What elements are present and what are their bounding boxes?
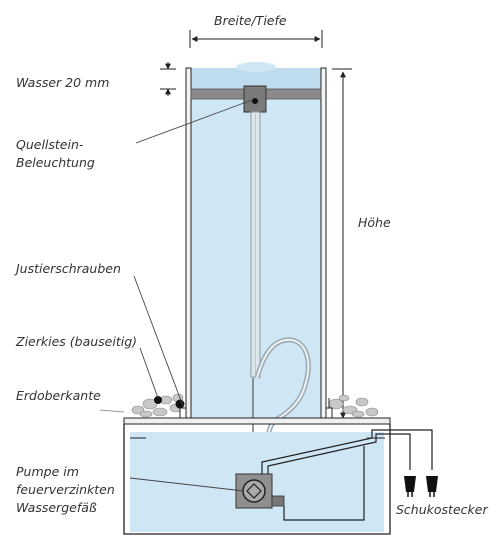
adjust-screws: [179, 398, 333, 419]
label-gravel: Zierkies (bauseitig): [16, 334, 138, 349]
label-pump-1: Pumpe im: [16, 464, 79, 479]
label-adjust-screws: Justierschrauben: [16, 261, 121, 276]
plug-icon: [404, 476, 438, 497]
width-dimension: [189, 30, 323, 48]
label-width-depth: Breite/Tiefe: [214, 13, 287, 28]
ground-slab: [123, 417, 391, 425]
gravel-left: [131, 393, 184, 418]
label-water: Wasser 20 mm: [16, 75, 110, 90]
label-source-stone-1: Quellstein-: [16, 137, 84, 152]
height-dimension: [332, 68, 352, 419]
label-ground-level: Erdoberkante: [16, 388, 101, 403]
label-height: Höhe: [358, 215, 391, 230]
label-pump-3: Wassergefäß: [16, 500, 97, 515]
label-pump-2: feuerverzinkten: [16, 482, 115, 497]
leader-lines: [129, 99, 253, 492]
label-source-stone-2: Beleuchtung: [16, 155, 95, 170]
label-plug: Schukostecker: [396, 502, 488, 517]
water-depth-dimension: [160, 62, 176, 96]
pump-cables: [261, 429, 433, 521]
gravel-right: [328, 394, 379, 418]
